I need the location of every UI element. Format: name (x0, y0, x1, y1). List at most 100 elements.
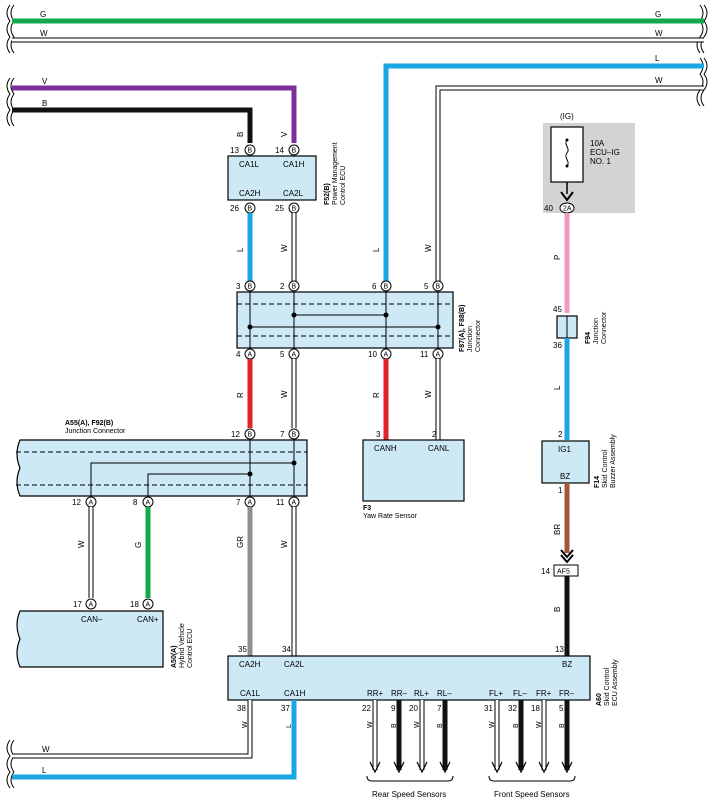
pin-number: 2 (558, 430, 563, 439)
wire-label: B (553, 607, 562, 612)
svg-text:13: 13 (230, 146, 239, 155)
wire-label: W (42, 745, 50, 754)
svg-text:14: 14 (275, 146, 284, 155)
pin-f87-5: 5 A (280, 348, 300, 360)
pin-name: CAN+ (137, 615, 159, 624)
pin-a55-8: 8 A (133, 496, 154, 508)
svg-text:A: A (436, 352, 441, 359)
wire-label: B (437, 723, 444, 728)
pin-f87-10: 10 A (368, 348, 392, 360)
wire-label: L (286, 724, 293, 728)
arrow-down-icon (515, 761, 527, 774)
pin-name: CANL (428, 444, 450, 453)
svg-text:B: B (436, 284, 441, 291)
wire-label: B (236, 132, 245, 137)
svg-text:18: 18 (130, 600, 139, 609)
ecu-pin-fr-plus: FR+18W (531, 689, 552, 774)
ecu-pin-rr-plus: RR+22W (362, 689, 384, 774)
arrow-down-icon (538, 761, 550, 774)
pin-name: RL– (437, 689, 452, 698)
wire-label: L (655, 54, 660, 63)
wire-label: G (40, 10, 46, 19)
svg-text:10: 10 (368, 350, 377, 359)
wire-label: G (134, 542, 143, 548)
rear-speed-sensors-label: Rear Speed Sensors (372, 790, 446, 799)
wire-label: W (77, 540, 86, 548)
component-name: Connector (475, 319, 482, 352)
pin-name: CANH (374, 444, 397, 453)
wire-w-ca1l (12, 700, 253, 759)
svg-text:B: B (292, 432, 297, 439)
pin-number: 32 (508, 704, 517, 713)
component-name: Connector (601, 311, 608, 344)
pin-name: FR– (559, 689, 575, 698)
component-code: A55(A), F92(B) (65, 420, 113, 427)
wire-label: W (414, 721, 421, 728)
svg-text:17: 17 (73, 600, 82, 609)
pin-a55-11: 11 A (276, 496, 300, 508)
pin-f88-6: 6 B (372, 280, 392, 292)
fuse-name: ECU–IG (590, 148, 620, 157)
pin-f92-7: 7 B (280, 428, 300, 440)
pin-number: 35 (238, 645, 247, 654)
wire-label: R (372, 392, 381, 398)
arrow-down-icon (393, 761, 405, 774)
svg-text:B: B (292, 206, 297, 213)
pin-a55-7: 7 A (236, 496, 256, 508)
component-name: Hybrid Vehicle (179, 623, 186, 668)
wire-label: L (553, 385, 562, 390)
svg-text:25: 25 (275, 204, 284, 213)
pin-f88-2: 2 B (280, 280, 300, 292)
svg-text:4: 4 (236, 350, 241, 359)
component-name: ECU Assembly (612, 659, 619, 706)
skid-control-buzzer: 2 IG1 BZ 1 F14 Skid Control Buzzer Assem… (541, 430, 617, 495)
wire-label: B (513, 723, 520, 728)
pin-f92-12: 12 B (231, 428, 256, 440)
pin-name: RL+ (414, 689, 429, 698)
fuse-icon (565, 139, 569, 167)
wire-label: L (42, 766, 47, 775)
svg-text:A: A (89, 602, 94, 609)
fuse-rating: 10A (590, 139, 605, 148)
wire-label: B (42, 99, 47, 108)
svg-text:2A: 2A (563, 206, 572, 213)
pin-f88-3: 3 B (236, 280, 256, 292)
svg-text:B: B (292, 284, 297, 291)
pin-number: 14 (541, 567, 550, 576)
wire-label: W (655, 29, 663, 38)
fuse-ecu-ig: (IG) 10A ECU–IG NO. 1 (543, 112, 635, 213)
ecu-pin-fr-minus: FR–5B (559, 689, 575, 774)
ecu-pin-rl-plus: RL+ 20W (409, 689, 429, 774)
junction-connector-f94: 45 36 F94 Junction Connector (553, 305, 608, 350)
pin-name: FL– (513, 689, 527, 698)
component-name: Buzzer Assembly (610, 434, 617, 488)
pin-14-b: 14 B (275, 144, 300, 156)
ecu-pin-rr-minus: RR–9B (391, 689, 408, 774)
pin-number: 20 (409, 704, 418, 713)
svg-text:11: 11 (276, 498, 285, 507)
component-code: F3 (363, 505, 371, 512)
ecu-pin-fl-plus: FL+31W (484, 689, 503, 774)
wire-label: B (391, 723, 398, 728)
pin-number: 13 (555, 645, 564, 654)
component-name: Junction (467, 326, 474, 352)
pin-f88-5: 5 B (424, 280, 444, 292)
svg-text:12: 12 (72, 498, 81, 507)
chevron-down-icon (560, 549, 574, 564)
svg-text:40: 40 (544, 204, 553, 213)
pin-name: IG1 (558, 445, 571, 454)
svg-text:A: A (89, 500, 94, 507)
pin-number: 36 (553, 341, 562, 350)
pin-name: CA1L (239, 160, 260, 169)
svg-text:B: B (248, 206, 253, 213)
wire-w-yaw-canl (435, 85, 704, 287)
hybrid-vehicle-ecu: CAN– CAN+ A50(A) Hybrid Vehicle Control … (16, 610, 194, 668)
svg-text:6: 6 (372, 282, 377, 291)
component-code: A60 (596, 693, 603, 706)
wire-label: L (372, 247, 381, 252)
left-break-marks (6, 4, 15, 789)
svg-text:B: B (248, 432, 253, 439)
wire-label: W (40, 29, 48, 38)
